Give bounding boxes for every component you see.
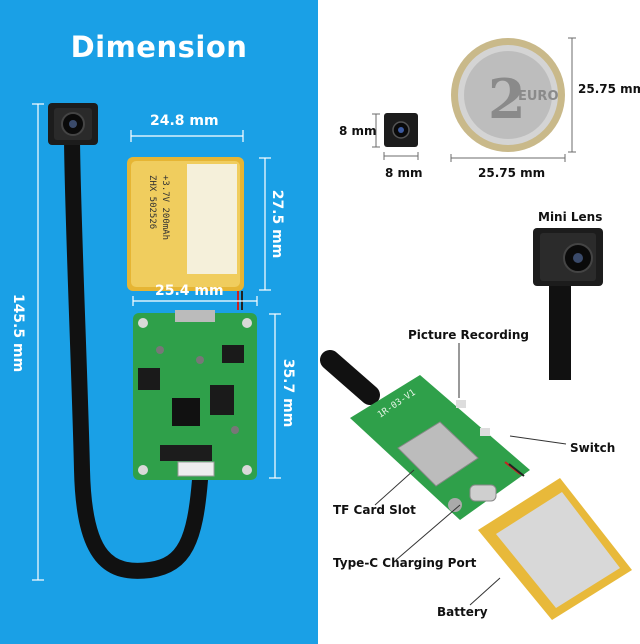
battery-right bbox=[478, 461, 632, 620]
callout-battery: Battery bbox=[437, 605, 488, 619]
svg-text:+3.7V 200mAh: +3.7V 200mAh bbox=[160, 175, 170, 240]
pcb-board-left bbox=[133, 310, 257, 480]
small-lens-right bbox=[384, 113, 418, 147]
mini-lens-right bbox=[533, 228, 603, 380]
board-width-label: 25.4 mm bbox=[155, 283, 224, 299]
lens-height-label: 8 mm bbox=[339, 124, 377, 138]
svg-text:EURO: EURO bbox=[518, 89, 559, 104]
dimension-guides-right bbox=[372, 37, 576, 162]
callout-lines bbox=[374, 343, 567, 606]
callout-type-c-port: Type-C Charging Port bbox=[333, 556, 477, 570]
svg-text:ZHX 502526: ZHX 502526 bbox=[147, 175, 157, 229]
pcb-board-right: 1R-03-V1 bbox=[350, 375, 530, 520]
callout-picture-recording: Picture Recording bbox=[408, 328, 530, 342]
battery-height-label: 27.5 mm bbox=[269, 189, 285, 259]
camera-lens-left bbox=[48, 103, 98, 145]
coin-right: 2 EURO bbox=[451, 38, 565, 152]
page-title: Dimension bbox=[70, 30, 248, 64]
callout-mini-lens: Mini Lens bbox=[538, 210, 603, 224]
battery-width-label: 24.8 mm bbox=[150, 113, 219, 129]
battery-left: ZHX 502526 +3.7V 200mAh bbox=[127, 157, 244, 310]
coin-width-label: 25.75 mm bbox=[478, 166, 546, 180]
cable-length-label: 145.5 mm bbox=[10, 293, 26, 373]
flex-cable bbox=[64, 127, 208, 579]
callout-tf-card-slot: TF Card Slot bbox=[333, 503, 416, 517]
coin-height-label: 25.75 mm bbox=[578, 82, 640, 96]
svg-text:2: 2 bbox=[488, 67, 526, 131]
callout-switch: Switch bbox=[570, 441, 616, 455]
dimension-guides-left bbox=[32, 103, 281, 581]
board-height-label: 35.7 mm bbox=[280, 358, 296, 428]
lens-width-label: 8 mm bbox=[385, 166, 423, 180]
flex-cable-right bbox=[320, 350, 380, 405]
